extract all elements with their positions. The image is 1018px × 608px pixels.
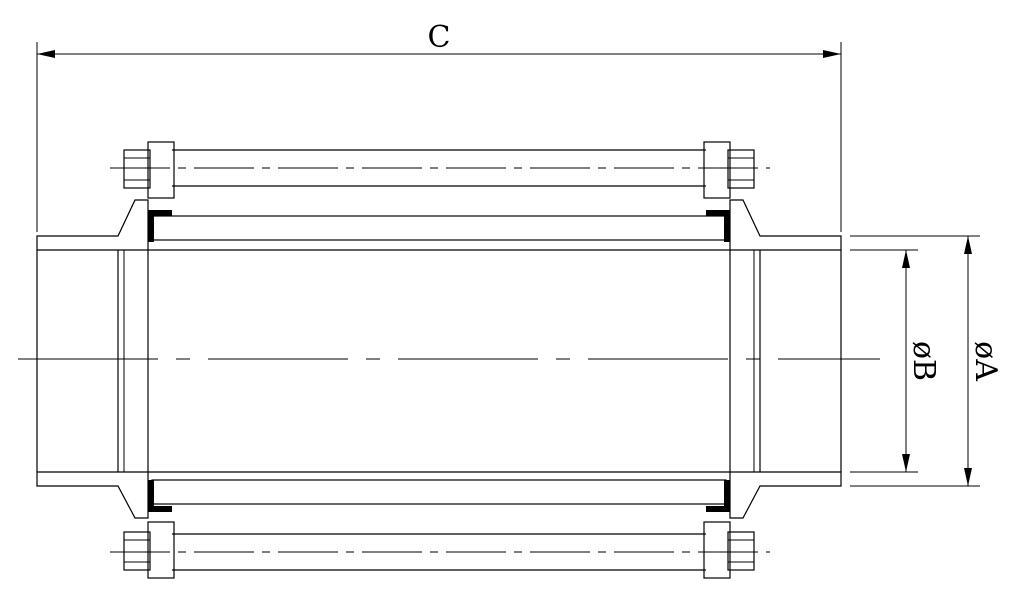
sleeve [148,215,730,505]
dimension-b-label: øB [906,341,941,381]
dimension-c: C [36,20,842,232]
dimension-a: øA [850,235,1003,487]
seals [148,210,730,512]
dimension-a-label: øA [968,341,1003,381]
tie-rod-top [110,141,770,199]
dimension-c-label: C [428,20,451,55]
left-end-fitting [36,199,149,519]
tie-rod-bottom [110,521,770,579]
dimension-b: øB [850,249,941,473]
